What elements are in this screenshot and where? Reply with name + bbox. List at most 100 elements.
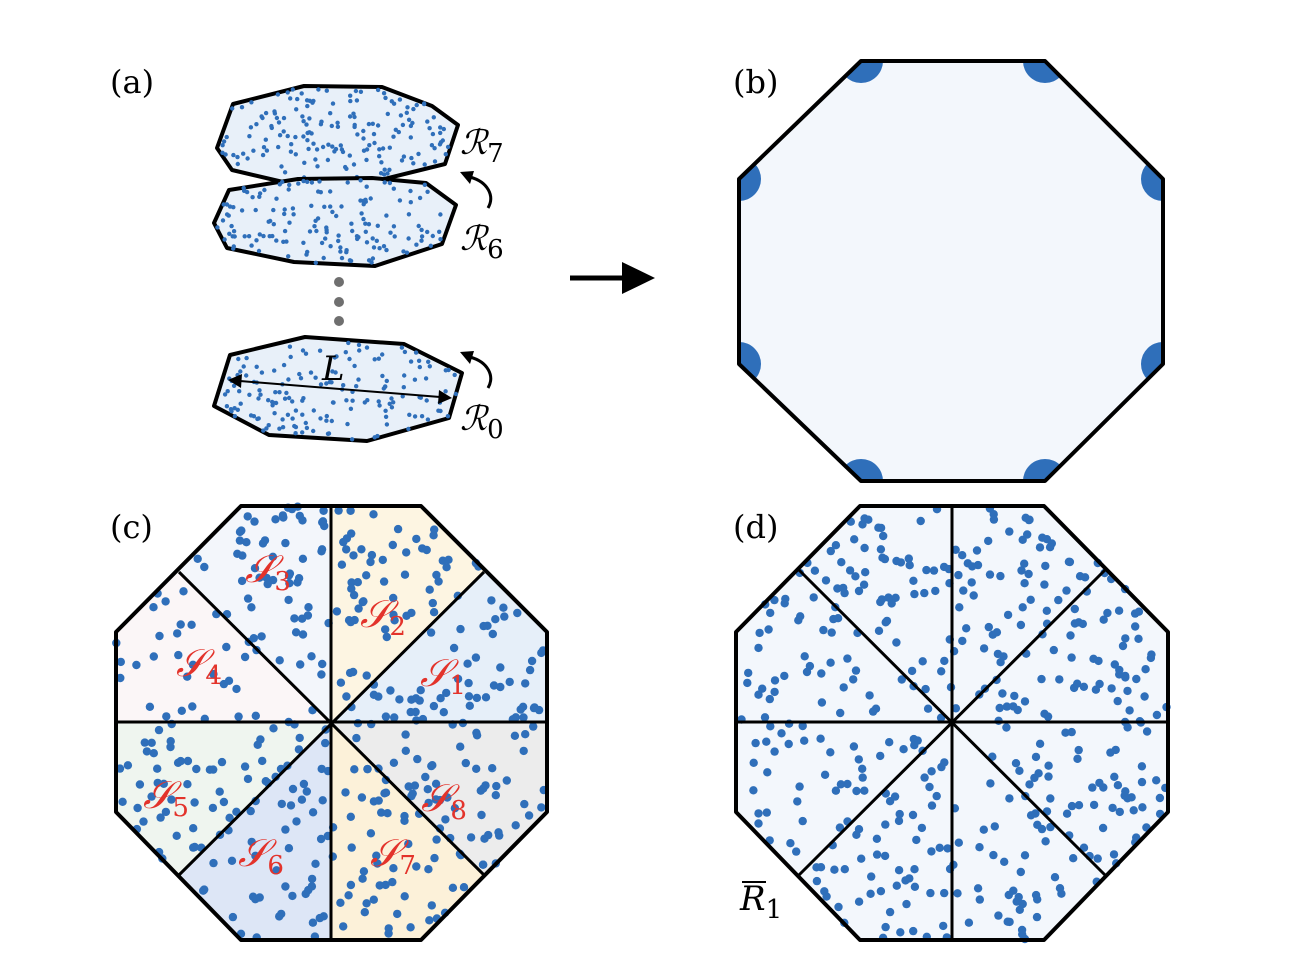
sample-dot (381, 625, 390, 634)
sample-dot (456, 624, 465, 634)
sample-dot (372, 140, 377, 146)
sample-dot (386, 686, 395, 695)
sample-dot (1093, 854, 1102, 863)
sample-dot (383, 408, 388, 413)
sample-dot (315, 913, 324, 923)
sample-dot (408, 200, 413, 205)
sample-dot (780, 671, 789, 681)
sample-dot (1046, 794, 1055, 803)
sample-dot (313, 260, 318, 265)
sample-dot (758, 684, 767, 693)
sample-dot (282, 207, 287, 212)
sample-dot (426, 359, 431, 364)
sample-dot (448, 883, 458, 892)
sample-dot (377, 147, 382, 152)
sample-dot (313, 375, 318, 380)
sample-dot (319, 240, 325, 246)
sample-dot (139, 817, 148, 826)
sample-dot (763, 768, 772, 777)
sample-dot (425, 189, 430, 194)
sample-dot (370, 236, 375, 241)
sample-dot (339, 204, 344, 209)
sample-dot (321, 738, 330, 748)
sample-dot (1005, 794, 1014, 803)
sample-dot (338, 245, 343, 250)
sample-dot (472, 731, 482, 740)
sample-dot (450, 804, 460, 813)
sample-dot (190, 798, 199, 807)
sample-dot (276, 144, 281, 150)
sample-dot (422, 182, 427, 187)
sample-dot (425, 119, 430, 124)
sample-dot (281, 538, 290, 548)
sample-dot (335, 120, 340, 126)
sample-dot (866, 889, 875, 898)
sample-dot (377, 808, 386, 817)
sample-dot (951, 704, 961, 713)
sample-dot (341, 788, 350, 797)
sample-dot (243, 594, 253, 603)
sample-dot (521, 679, 530, 688)
sample-dot (389, 405, 395, 410)
sample-dot (254, 238, 259, 243)
sample-dot (285, 133, 290, 139)
sample-dot (817, 698, 827, 707)
sample-dot (392, 234, 397, 239)
sample-dot (416, 686, 425, 695)
sample-dot (922, 565, 931, 575)
sample-dot (996, 571, 1005, 581)
sample-dot (227, 204, 233, 209)
sample-dot (372, 851, 381, 860)
sample-dot (1138, 803, 1147, 812)
sample-dot (221, 139, 227, 144)
sample-dot (852, 830, 861, 839)
sample-dot (430, 233, 435, 239)
layer-r7-shape (215, 84, 460, 187)
sample-dot (250, 517, 259, 526)
sample-dot (224, 212, 230, 217)
sample-dot (348, 258, 354, 264)
sample-dot (519, 713, 528, 722)
layer-r7-symbol: ℛ (460, 123, 490, 163)
sample-dot (387, 401, 392, 406)
sample-dot (295, 96, 300, 102)
sample-dot (923, 704, 933, 713)
sample-dot (438, 408, 443, 414)
sample-dot (266, 219, 271, 224)
sample-dot (377, 403, 382, 408)
sample-dot (280, 417, 285, 422)
sample-dot (231, 229, 237, 234)
sample-dot (294, 745, 304, 754)
sample-dot (289, 142, 294, 147)
sample-dot (973, 884, 983, 893)
sample-dot (288, 354, 293, 360)
sample-dot (328, 189, 333, 194)
sample-dot (1018, 899, 1027, 909)
sample-dot (487, 596, 496, 605)
sample-dot (357, 348, 362, 353)
sample-dot (224, 202, 230, 207)
sample-dot (452, 372, 457, 378)
sample-dot (830, 865, 839, 874)
sample-dot (1142, 727, 1152, 736)
sample-dot (425, 585, 434, 594)
sample-dot (229, 409, 234, 414)
sample-dot (918, 657, 927, 666)
sample-dot (244, 189, 250, 195)
sample-dot (1095, 778, 1104, 788)
sample-dot (406, 212, 412, 217)
sample-dot (244, 355, 249, 361)
sample-dot (338, 249, 343, 254)
sample-dot (271, 515, 280, 524)
sample-dot (434, 577, 443, 586)
sample-dot (232, 684, 241, 694)
region-label-r1: R1 (739, 879, 782, 925)
sample-dot (404, 250, 410, 255)
sample-dot (373, 859, 382, 868)
sample-dot (390, 616, 399, 625)
sample-dot (275, 92, 281, 97)
sample-dot (1064, 557, 1074, 566)
sample-dot (851, 666, 861, 675)
sample-dot (491, 615, 500, 624)
sample-dot (798, 721, 807, 731)
